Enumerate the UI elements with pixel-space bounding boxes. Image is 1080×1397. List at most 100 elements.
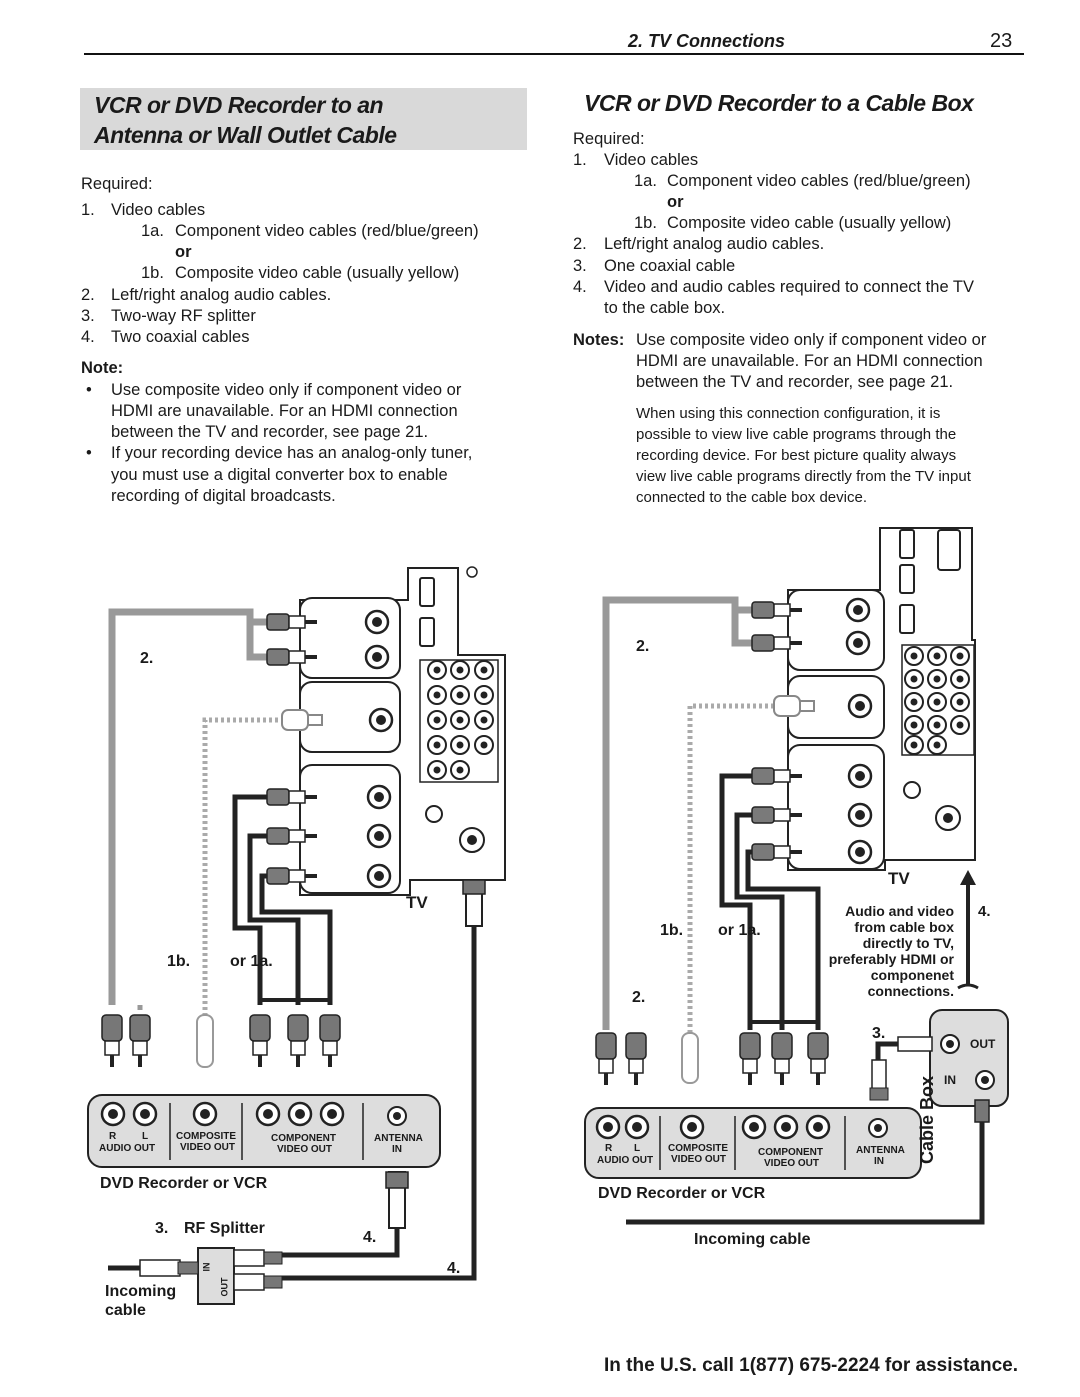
left-title: VCR or DVD Recorder to an Antenna or Wal… bbox=[94, 90, 397, 150]
diagram-label-tv: TV bbox=[888, 869, 910, 888]
left-required: Required: bbox=[81, 175, 153, 193]
panel-label: L bbox=[634, 1143, 641, 1154]
panel-label: AUDIO OUT bbox=[99, 1143, 156, 1154]
note-line: Use composite video only if component vi… bbox=[111, 381, 462, 399]
av-note-line: Audio and video bbox=[845, 903, 954, 919]
left-item: Composite video cable (usually yellow) bbox=[175, 264, 460, 282]
right-item: to the cable box. bbox=[604, 299, 726, 317]
panel-label: R bbox=[109, 1131, 117, 1142]
right-composite-cable bbox=[687, 703, 780, 1033]
right-item: Left/right analog audio cables. bbox=[604, 235, 825, 253]
notes-line: HDMI are unavailable. For an HDMI connec… bbox=[636, 352, 983, 370]
right-recorder-panel bbox=[584, 1107, 922, 1179]
incoming-label: Incoming bbox=[105, 1283, 177, 1300]
right-item: Video and audio cables required to conne… bbox=[604, 278, 974, 296]
panel-label: ANTENNA bbox=[374, 1133, 423, 1144]
notes-line: Use composite video only if component vi… bbox=[636, 331, 987, 349]
notes-small-line: possible to view live cable programs thr… bbox=[636, 426, 957, 443]
right-item-num: 4. bbox=[573, 278, 587, 296]
diagram-label: 4. bbox=[447, 1260, 461, 1277]
av-note-line: connections. bbox=[867, 983, 954, 999]
left-composite-cable bbox=[202, 717, 290, 1015]
panel-label: L bbox=[142, 1131, 149, 1142]
cable-box-icon bbox=[929, 1009, 1009, 1107]
left-item: Left/right analog audio cables. bbox=[111, 286, 332, 304]
right-item-num: 1b. bbox=[634, 214, 657, 232]
right-item-num: 1. bbox=[573, 151, 587, 169]
left-component-cables bbox=[232, 794, 333, 1005]
right-item: Video cables bbox=[604, 151, 699, 169]
rf-splitter-label: RF Splitter bbox=[184, 1220, 265, 1237]
left-item: Two-way RF splitter bbox=[111, 307, 256, 325]
right-item-num: 2. bbox=[573, 235, 587, 253]
panel-label: VIDEO OUT bbox=[764, 1158, 820, 1169]
notes-small-line: recording device. For best picture quali… bbox=[636, 447, 957, 464]
splitter-out-label: OUT bbox=[219, 1277, 230, 1297]
right-component-cables bbox=[719, 773, 821, 1030]
diagram-label: or 1a. bbox=[718, 922, 761, 939]
panel-label: ANTENNA bbox=[856, 1145, 905, 1156]
left-item: Component video cables (red/blue/green) bbox=[175, 222, 479, 240]
left-item-num: 4. bbox=[81, 328, 95, 346]
left-item-num: 1b. bbox=[141, 264, 164, 282]
notes-small-line: connected to the cable box device. bbox=[636, 489, 867, 506]
diagram-label-tv: TV bbox=[406, 893, 428, 912]
diagram-label: 3. bbox=[872, 1025, 886, 1042]
cable-box-out-label: OUT bbox=[970, 1037, 996, 1051]
panel-label: COMPONENT bbox=[758, 1147, 823, 1158]
left-title-line1: VCR or DVD Recorder to an bbox=[94, 92, 384, 118]
left-title-line2: Antenna or Wall Outlet Cable bbox=[94, 122, 397, 148]
left-composite-plug bbox=[281, 709, 323, 731]
right-item-num: 1a. bbox=[634, 172, 657, 190]
panel-label: COMPOSITE bbox=[176, 1131, 237, 1142]
diagram-label: 1b. bbox=[167, 953, 191, 970]
incoming-cable-label: Incoming cable bbox=[694, 1231, 811, 1248]
right-title: VCR or DVD Recorder to a Cable Box bbox=[584, 90, 974, 116]
left-item: Video cables bbox=[111, 201, 206, 219]
diagram-label: 2. bbox=[632, 989, 646, 1006]
av-note: Audio and video from cable box directly … bbox=[800, 903, 954, 999]
diagram-label: 3. bbox=[155, 1220, 169, 1237]
diagram-label: 4. bbox=[363, 1229, 377, 1246]
note-line: recording of digital broadcasts. bbox=[111, 487, 336, 505]
notes-line: between the TV and recorder, see page 21… bbox=[636, 373, 954, 391]
left-note-label: Note: bbox=[81, 359, 124, 377]
right-item-num: 3. bbox=[573, 257, 587, 275]
page-number: 23 bbox=[990, 30, 1013, 52]
panel-label: IN bbox=[874, 1156, 884, 1167]
left-item-num: 1a. bbox=[141, 222, 164, 240]
note-line: If your recording device has an analog-o… bbox=[111, 444, 473, 462]
left-item-num: 1. bbox=[81, 201, 95, 219]
right-composite-plug bbox=[773, 695, 815, 717]
right-item: Composite video cable (usually yellow) bbox=[667, 214, 952, 232]
panel-label: VIDEO OUT bbox=[180, 1142, 236, 1153]
notes-small-line: When using this connection configuration… bbox=[636, 405, 941, 422]
splitter-in-label: IN bbox=[201, 1262, 212, 1272]
left-title-box bbox=[80, 88, 527, 150]
bullet-icon: • bbox=[86, 381, 92, 399]
device-label: DVD Recorder or VCR bbox=[598, 1185, 766, 1202]
left-audio-cables bbox=[108, 608, 318, 1010]
rf-splitter-icon bbox=[139, 1247, 283, 1305]
right-tv-panel bbox=[787, 527, 976, 871]
left-tv-panel bbox=[299, 566, 506, 896]
panel-label: COMPOSITE bbox=[668, 1143, 729, 1154]
assistance-footer: In the U.S. call 1(877) 675-2224 for ass… bbox=[604, 1355, 1018, 1376]
av-note-line: preferably HDMI or bbox=[828, 951, 954, 967]
diagram-label: 4. bbox=[978, 903, 991, 920]
diagram-label: 2. bbox=[140, 650, 154, 667]
device-label: DVD Recorder or VCR bbox=[100, 1175, 268, 1192]
av-note-line: from cable box bbox=[854, 919, 954, 935]
diagram-label: 1b. bbox=[660, 922, 684, 939]
right-coax-connectors bbox=[869, 1036, 990, 1123]
bullet-icon: • bbox=[86, 444, 92, 462]
av-note-line: directly to TV, bbox=[862, 935, 954, 951]
panel-label: IN bbox=[392, 1144, 402, 1155]
panel-label: VIDEO OUT bbox=[277, 1144, 333, 1155]
panel-label: R bbox=[605, 1143, 613, 1154]
diagram-label: or 1a. bbox=[230, 953, 273, 970]
section-title: 2. TV Connections bbox=[628, 31, 786, 51]
cable-box-in-label: IN bbox=[944, 1073, 956, 1087]
left-item: Two coaxial cables bbox=[111, 328, 250, 346]
